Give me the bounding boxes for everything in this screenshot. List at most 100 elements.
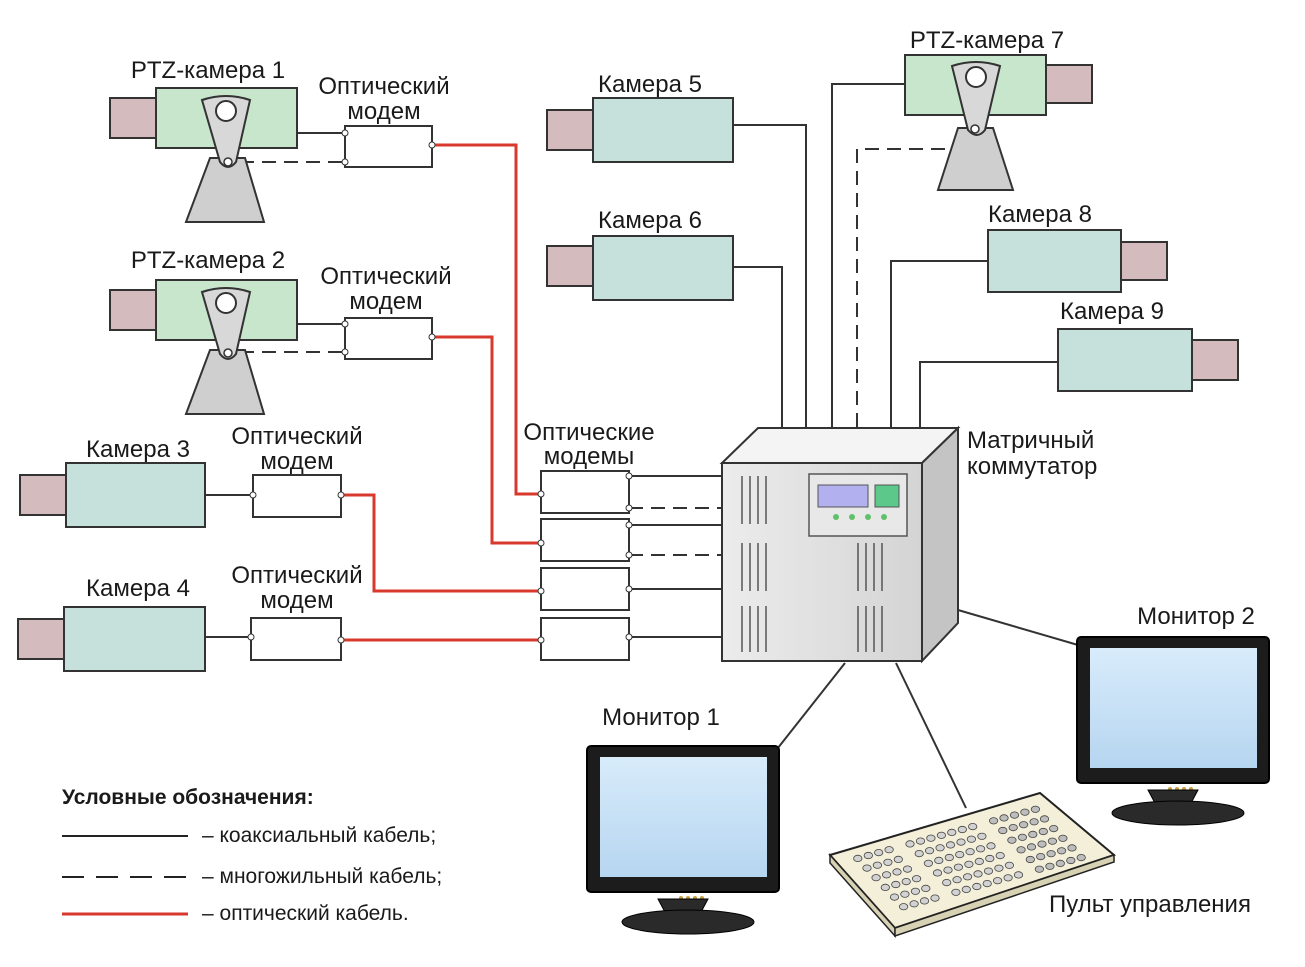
camera-body — [592, 235, 734, 301]
optical-cable-2 — [432, 335, 541, 545]
keyboard-key — [921, 884, 931, 893]
keyboard-key — [915, 837, 926, 845]
legend: Условные обозначения: – коаксиальный каб… — [62, 786, 442, 925]
keyboard-key — [968, 822, 978, 831]
keyboard-key — [956, 838, 966, 846]
lens — [19, 474, 67, 516]
keyboard-key — [1013, 871, 1024, 879]
keyboard-key — [935, 844, 945, 852]
modem-label-line1: Оптический — [231, 423, 362, 450]
keyboard-key — [973, 870, 983, 878]
keyboard-key — [972, 882, 982, 891]
keyboard-key — [1009, 811, 1020, 819]
keyboard-key — [1008, 823, 1018, 832]
pan-tilt-base — [184, 349, 266, 415]
control-console: Пульт управления — [828, 791, 1251, 938]
keyboard-key — [880, 883, 890, 892]
keyboard-key — [934, 856, 944, 865]
indicator-leds — [833, 514, 887, 520]
keyboard-key — [1057, 847, 1067, 855]
keyboard-key — [1036, 852, 1046, 861]
keyboard-key — [974, 857, 984, 866]
camera-9: Камера 9 — [1057, 298, 1239, 392]
keyboard-key — [1020, 808, 1030, 816]
lens — [546, 109, 594, 151]
ptz-camera-7-label: PTZ-камера 7 — [910, 27, 1064, 54]
pan-tilt-base — [184, 157, 266, 223]
keyboard-key — [1007, 836, 1017, 844]
pan-tilt-arm — [200, 95, 252, 168]
keyboard-key — [998, 826, 1008, 835]
optical-modem-cam4: Оптический модем — [231, 562, 363, 661]
switch-top — [719, 427, 961, 464]
keyboard-key — [988, 817, 999, 825]
camera-body — [592, 97, 734, 163]
keyboard-key — [891, 880, 901, 889]
pan-tilt-arm — [950, 61, 1002, 136]
keyboard-key — [901, 877, 911, 886]
keyboard-key — [982, 879, 992, 888]
keyboard-key — [1076, 853, 1086, 862]
ptz-camera-2: PTZ-камера 2 — [109, 247, 298, 415]
camera-8-label: Камера 8 — [988, 201, 1092, 228]
camera-5: Камера 5 — [546, 71, 734, 163]
coax-cam5 — [733, 124, 807, 428]
keyboard-key — [944, 853, 954, 862]
keyboard-front-2 — [894, 853, 1115, 938]
keyboard-key — [957, 825, 967, 834]
keyboard-key — [898, 903, 909, 911]
camera-body — [63, 606, 206, 672]
ptz-camera-1: PTZ-камера 1 — [109, 57, 298, 223]
pan-tilt-base — [936, 127, 1015, 191]
modems-label-line2: модемы — [544, 443, 634, 470]
keyboard-key — [1066, 856, 1076, 865]
keyboard-key — [1030, 805, 1041, 813]
keyboard-key — [892, 868, 902, 876]
switch-label-line2: коммутатор — [967, 453, 1097, 480]
keyboard-key — [961, 885, 971, 894]
camera-6-label: Камера 6 — [598, 207, 702, 234]
matrix-switch: Матричный коммутатор — [719, 425, 1097, 664]
keyboard-key — [914, 849, 924, 858]
modem-label-line2: модем — [349, 288, 422, 315]
coax-cam6 — [733, 266, 783, 428]
keyboard-key — [1003, 874, 1013, 882]
keyboard-key — [893, 855, 903, 864]
keyboard-key — [942, 878, 952, 887]
keyboard-key — [919, 897, 930, 905]
modem-label-line1: Оптический — [318, 73, 449, 100]
keyboard-key — [902, 865, 913, 873]
vent-slots — [741, 476, 883, 652]
camera-3-label: Камера 3 — [86, 436, 190, 463]
keyboard-key — [966, 835, 977, 843]
keyboard-key — [1067, 844, 1077, 852]
optical-modem-cam3: Оптический модем — [231, 423, 363, 518]
cable-console — [895, 662, 967, 809]
keyboard-key — [923, 859, 934, 867]
camera-body — [1057, 328, 1193, 392]
keyboard-key — [1049, 824, 1059, 833]
monitor-1-label: Монитор 1 — [602, 704, 720, 731]
monitor-stand — [621, 909, 755, 935]
keyboard-key — [900, 890, 910, 898]
keyboard-key — [985, 854, 995, 863]
keyboard-key — [995, 851, 1005, 860]
camera-4-label: Камера 4 — [86, 575, 190, 602]
keyboard-key — [1047, 837, 1058, 845]
keyboard-key — [1016, 846, 1026, 854]
legend-optical-text: – оптический кабель. — [202, 902, 409, 925]
monitor-screen — [600, 757, 767, 877]
modem-label-line1: Оптический — [320, 263, 451, 290]
keyboard-key — [930, 894, 940, 902]
keyboard-key — [947, 828, 957, 837]
keyboard-key — [951, 888, 961, 896]
lens — [109, 97, 157, 139]
keyboard-key — [1028, 830, 1038, 839]
modem-1 — [540, 470, 630, 514]
keyboard-key — [1045, 862, 1055, 870]
camera-body — [65, 462, 206, 528]
lens — [109, 289, 157, 331]
console-label: Пульт управления — [1049, 891, 1251, 918]
lens — [546, 245, 594, 287]
